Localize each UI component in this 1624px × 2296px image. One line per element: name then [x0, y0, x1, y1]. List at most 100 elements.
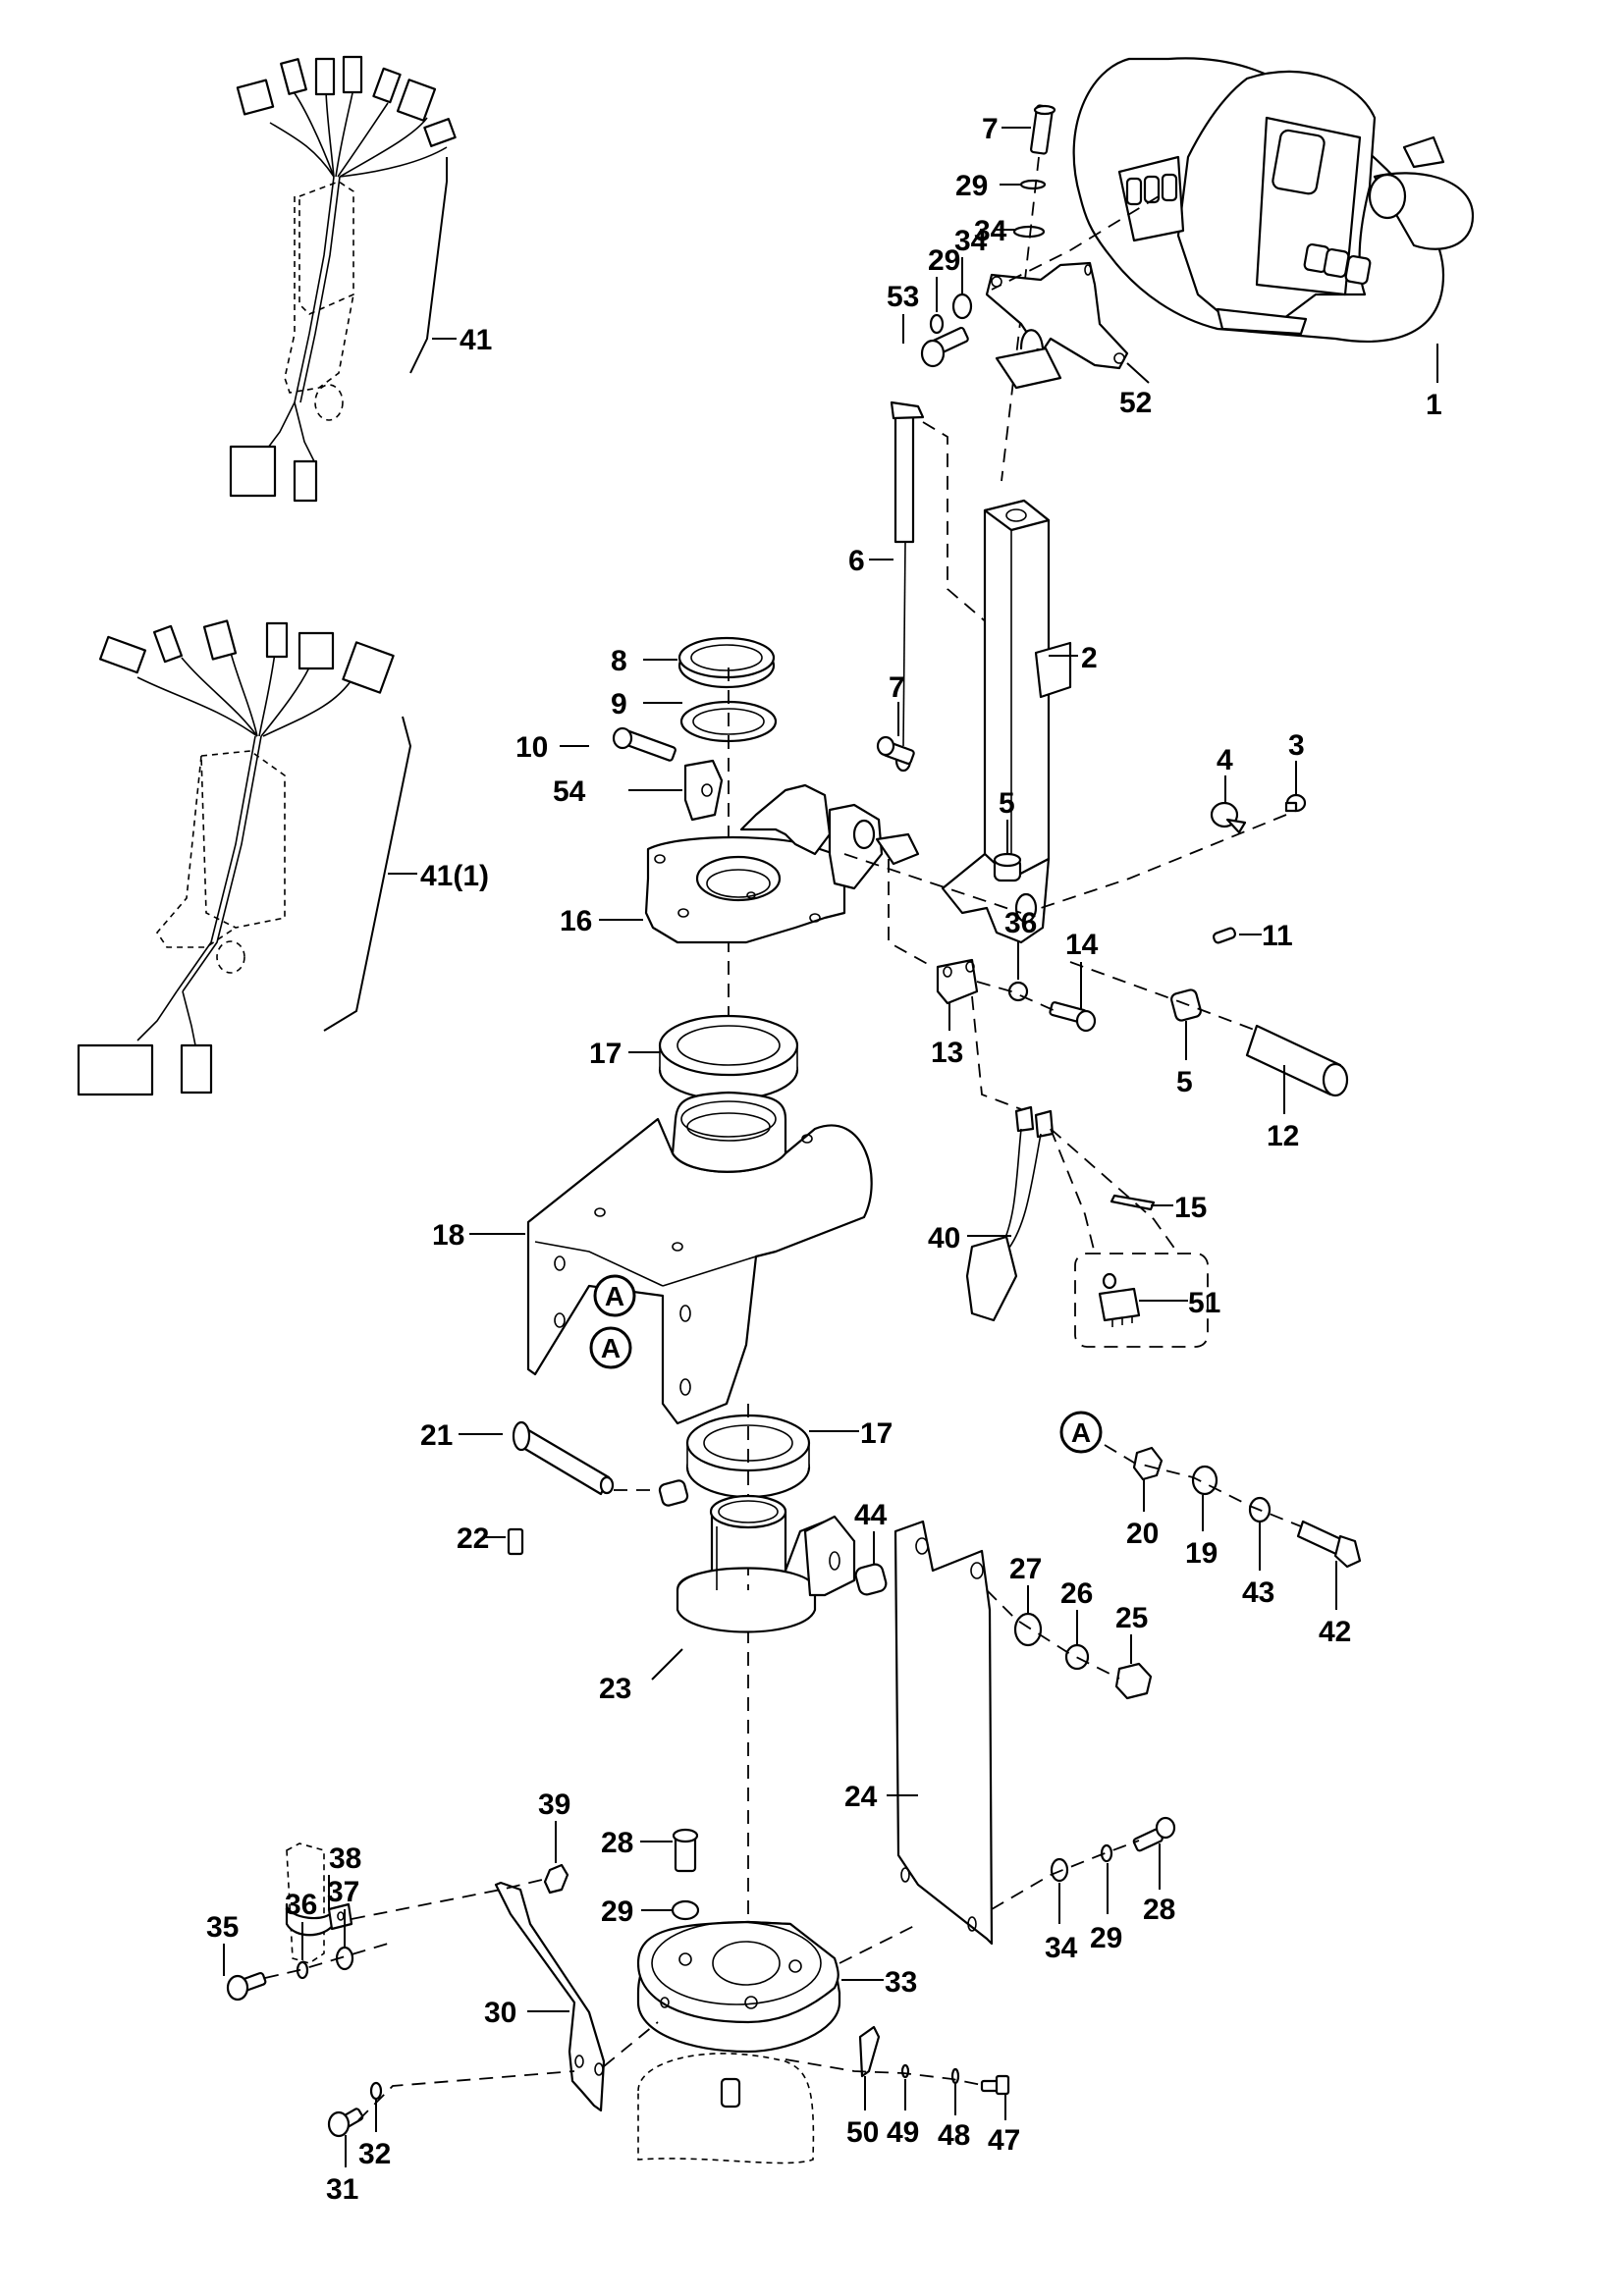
- callout-29-top: 29: [955, 170, 988, 202]
- washer-34-right: [1050, 1857, 1069, 1883]
- callout-6: 6: [848, 545, 865, 577]
- plate-13: [936, 958, 979, 1005]
- callout-30: 30: [484, 1997, 516, 2029]
- callout-3: 3: [1288, 729, 1305, 762]
- callout-54: 54: [553, 775, 586, 808]
- callout-50: 50: [846, 2116, 879, 2149]
- bolt-53: [920, 326, 969, 368]
- key-22: [507, 1527, 524, 1556]
- callout-32: 32: [358, 2138, 391, 2170]
- callout-11: 11: [1262, 920, 1293, 952]
- callout-51: 51: [1188, 1287, 1220, 1319]
- nut-39: [543, 1863, 569, 1895]
- mounting-bracket-52: [985, 261, 1129, 390]
- bolt-42: [1296, 1520, 1362, 1569]
- washer-49: [900, 2063, 910, 2079]
- callout-38: 38: [329, 1842, 361, 1875]
- callout-20: 20: [1126, 1518, 1159, 1550]
- callout-13: 13: [931, 1037, 963, 1069]
- motor-shaft: [720, 2077, 741, 2109]
- callout-48: 48: [938, 2119, 970, 2152]
- callout-14: 14: [1065, 929, 1099, 961]
- callout-19: 19: [1185, 1537, 1218, 1570]
- pin-15: [1110, 1194, 1156, 1211]
- callout-39: 39: [538, 1789, 570, 1821]
- callout-40: 40: [928, 1222, 960, 1255]
- callout-26: 26: [1060, 1577, 1093, 1610]
- motor-housing-outline: [637, 2053, 815, 2164]
- lever-plate-24: [893, 1520, 994, 1946]
- nut-20: [1132, 1446, 1164, 1481]
- steering-mount-bracket-18: [526, 1091, 873, 1425]
- pivot-bracket-16: [644, 783, 920, 944]
- micro-switch-51: [1098, 1272, 1141, 1327]
- callout-5-upper: 5: [999, 787, 1015, 820]
- callout-17-upper: 17: [589, 1038, 622, 1070]
- bushing-5-upper: [993, 852, 1022, 882]
- base-flange-33: [636, 1920, 841, 2054]
- callout-28-right: 28: [1143, 1894, 1175, 1926]
- washer-27: [1013, 1612, 1043, 1647]
- lock-nut-8: [677, 636, 776, 689]
- block-54: [683, 759, 724, 822]
- svg-text:A: A: [605, 1281, 624, 1311]
- callout-27: 27: [1009, 1553, 1042, 1585]
- callout-41-1: 41(1): [420, 860, 489, 892]
- callout-9: 9: [611, 688, 627, 721]
- callout-17-lower: 17: [860, 1417, 893, 1450]
- washer-29-right: [1100, 1843, 1113, 1863]
- callout-15: 15: [1174, 1192, 1207, 1224]
- callout-31: 31: [326, 2173, 358, 2206]
- callout-4: 4: [1217, 744, 1233, 776]
- switch-harness-40: [965, 995, 1055, 1322]
- washer-19: [1191, 1465, 1218, 1496]
- callout-33: 33: [885, 1966, 917, 1999]
- callout-29-side: 29: [928, 244, 960, 277]
- reference-marker-a-1: A: [593, 1274, 636, 1317]
- tiller-arm-2: [941, 499, 1072, 944]
- callout-43: 43: [1242, 1576, 1274, 1609]
- washer-29-top: [1019, 179, 1047, 190]
- screw-47: [980, 2074, 1010, 2096]
- callout-10: 10: [515, 731, 548, 764]
- pin-12: [1245, 1024, 1349, 1097]
- callout-41: 41: [460, 324, 492, 356]
- callout-23: 23: [599, 1673, 631, 1705]
- bearing-17-lower: [685, 1414, 811, 1499]
- callout-34-right: 34: [1045, 1932, 1078, 1964]
- callout-47: 47: [988, 2124, 1020, 2157]
- wiring-harness-41-1: [77, 619, 412, 1096]
- bolt-21: [512, 1420, 615, 1496]
- screw-3: [1284, 793, 1307, 813]
- nut-25: [1114, 1662, 1153, 1700]
- control-handle-head: [1072, 57, 1475, 343]
- callout-2: 2: [1081, 642, 1098, 674]
- callout-7-top: 7: [982, 113, 999, 145]
- switch-detail-box: [1074, 1253, 1209, 1348]
- bolt-28-center: [672, 1828, 699, 1873]
- callout-49: 49: [887, 2116, 919, 2149]
- callout-7-mid: 7: [889, 671, 905, 704]
- callout-34-top: 34: [974, 215, 1007, 247]
- callout-18: 18: [432, 1219, 464, 1252]
- bushing-44: [854, 1563, 888, 1596]
- callout-53: 53: [887, 281, 919, 313]
- callout-5-lower: 5: [1176, 1066, 1193, 1098]
- washer-29-side: [929, 313, 945, 335]
- bushing-5-lower: [1170, 988, 1202, 1022]
- bolt-7-top: [1030, 104, 1056, 155]
- callout-22: 22: [457, 1522, 489, 1555]
- pin-11: [1212, 927, 1237, 944]
- callout-35: 35: [206, 1911, 239, 1944]
- callout-12: 12: [1267, 1120, 1299, 1152]
- callout-1: 1: [1426, 389, 1442, 421]
- callout-42: 42: [1319, 1616, 1351, 1648]
- callout-36-lower: 36: [285, 1889, 317, 1921]
- callout-25: 25: [1115, 1602, 1148, 1634]
- callout-29-right: 29: [1090, 1922, 1122, 1954]
- svg-text:A: A: [601, 1333, 621, 1363]
- bolt-10: [612, 726, 677, 762]
- clamp-38: [285, 1842, 353, 1964]
- bolt-28-right: [1132, 1816, 1176, 1852]
